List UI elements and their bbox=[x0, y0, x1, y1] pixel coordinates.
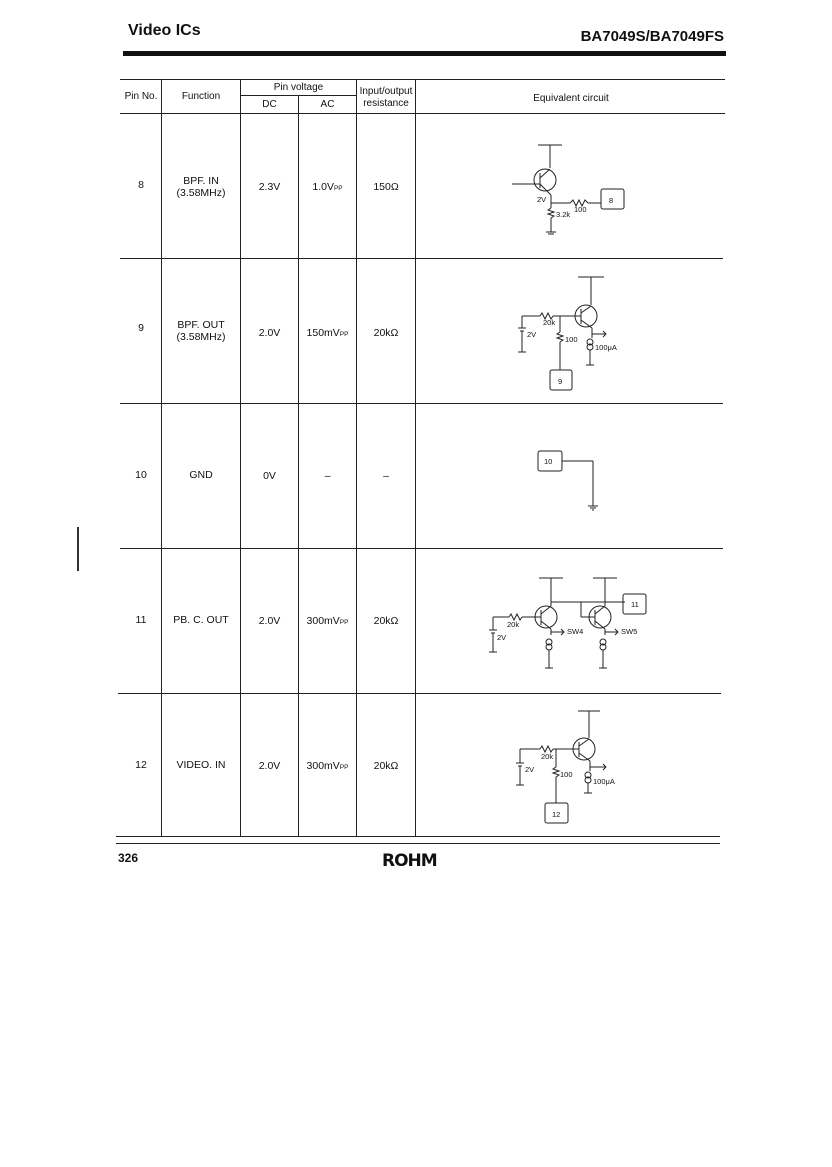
circuit-label: 3.2k bbox=[556, 210, 570, 219]
pin-function: GND bbox=[162, 469, 240, 481]
dc-voltage: 0V bbox=[263, 470, 276, 482]
pin-number: 9 bbox=[138, 322, 144, 334]
pin-function: VIDEO. IN bbox=[162, 759, 240, 771]
function-line1: BPF. IN bbox=[183, 175, 219, 187]
function-line1: VIDEO. IN bbox=[176, 759, 226, 771]
pin-function: BPF. OUT (3.58MHz) bbox=[162, 319, 240, 343]
function-line2: (3.58MHz) bbox=[176, 187, 226, 199]
ac-unit-sub: PP bbox=[339, 331, 349, 338]
margin-mark bbox=[77, 527, 79, 571]
circuit-label: 2V bbox=[497, 633, 506, 642]
col-header-io-resistance-line1: Input/output bbox=[359, 86, 413, 97]
io-resistance: 20kΩ bbox=[373, 615, 399, 627]
dc-voltage: 2.3V bbox=[258, 181, 281, 193]
circuit-pin-label: 12 bbox=[552, 810, 560, 819]
circuit-pin-label: 9 bbox=[558, 377, 562, 386]
io-resistance: 20kΩ bbox=[373, 327, 399, 339]
ac-value: 300mV bbox=[306, 615, 340, 627]
circuit-label: SW4 bbox=[567, 627, 583, 636]
circuit-label: 100μA bbox=[595, 343, 617, 352]
circuit-pin-label: 11 bbox=[631, 600, 639, 609]
equivalent-circuit-diagram: 2V 100 3.2k 8 bbox=[500, 140, 640, 245]
col-header-dc: DC bbox=[262, 99, 277, 110]
io-resistance: – bbox=[383, 470, 389, 482]
ac-unit-sub: PP bbox=[339, 619, 349, 626]
ac-voltage: – bbox=[299, 470, 356, 482]
circuit-pin-label: 10 bbox=[544, 457, 552, 466]
pin-number: 11 bbox=[135, 614, 147, 626]
function-line1: GND bbox=[189, 469, 213, 481]
equivalent-circuit-diagram: 20k 2V 100 100μA 12 bbox=[508, 705, 648, 835]
pin-number: 10 bbox=[135, 469, 147, 481]
ac-value: 300mV bbox=[306, 760, 340, 772]
part-number-title: BA7049S/BA7049FS bbox=[580, 28, 724, 45]
equivalent-circuit-diagram: 20k 2V SW4 SW5 11 bbox=[485, 572, 655, 682]
circuit-label: SW5 bbox=[621, 627, 637, 636]
dc-voltage: 2.0V bbox=[258, 327, 281, 339]
io-resistance: 20kΩ bbox=[373, 760, 399, 772]
circuit-label: 2V bbox=[537, 195, 546, 204]
ac-voltage: 150mVPP bbox=[299, 327, 356, 341]
circuit-label: 100 bbox=[560, 770, 573, 779]
circuit-label: 20k bbox=[507, 620, 519, 629]
col-header-ac: AC bbox=[320, 99, 335, 110]
function-line2: (3.58MHz) bbox=[176, 331, 226, 343]
circuit-label: 2V bbox=[527, 330, 536, 339]
ac-unit-sub: PP bbox=[339, 764, 349, 771]
circuit-label: 100 bbox=[565, 335, 578, 344]
ac-voltage: 300mVPP bbox=[299, 760, 356, 774]
equivalent-circuit-diagram: 20k 2V 100 100μA 9 bbox=[510, 272, 650, 402]
col-header-pin-no: Pin No. bbox=[124, 91, 158, 102]
ac-unit-sub: PP bbox=[333, 185, 343, 192]
page-number: 326 bbox=[118, 851, 139, 865]
circuit-label: 2V bbox=[525, 765, 534, 774]
circuit-pin-label: 8 bbox=[609, 196, 613, 205]
pin-number: 8 bbox=[138, 179, 144, 191]
col-header-pin-voltage: Pin voltage bbox=[273, 82, 324, 93]
ac-value: 150mV bbox=[306, 327, 340, 339]
pin-function: PB. C. OUT bbox=[162, 614, 240, 626]
header-rule bbox=[123, 51, 726, 56]
dc-voltage: 2.0V bbox=[258, 615, 281, 627]
ac-value: – bbox=[324, 470, 331, 482]
function-line1: PB. C. OUT bbox=[173, 614, 229, 626]
circuit-label: 100 bbox=[574, 205, 587, 214]
section-title: Video ICs bbox=[128, 22, 201, 39]
function-line1: BPF. OUT bbox=[177, 319, 225, 331]
io-resistance: 150Ω bbox=[373, 181, 399, 193]
col-header-equivalent-circuit: Equivalent circuit bbox=[533, 93, 609, 104]
col-header-io-resistance-line2: resistance bbox=[363, 98, 409, 109]
circuit-label: 100μA bbox=[593, 777, 615, 786]
equivalent-circuit-diagram: 10 bbox=[535, 448, 615, 523]
ac-voltage: 1.0VPP bbox=[299, 181, 356, 195]
dc-voltage: 2.0V bbox=[258, 760, 281, 772]
circuit-label: 20k bbox=[543, 318, 555, 327]
circuit-label: 20k bbox=[541, 752, 553, 761]
rohm-logo: ROHM bbox=[382, 851, 438, 871]
pin-function: BPF. IN (3.58MHz) bbox=[162, 175, 240, 199]
pin-number: 12 bbox=[135, 759, 147, 771]
col-header-function: Function bbox=[181, 91, 221, 102]
col-header-io-resistance: Input/output resistance bbox=[356, 86, 416, 110]
ac-voltage: 300mVPP bbox=[299, 615, 356, 629]
ac-value: 1.0V bbox=[312, 181, 334, 193]
